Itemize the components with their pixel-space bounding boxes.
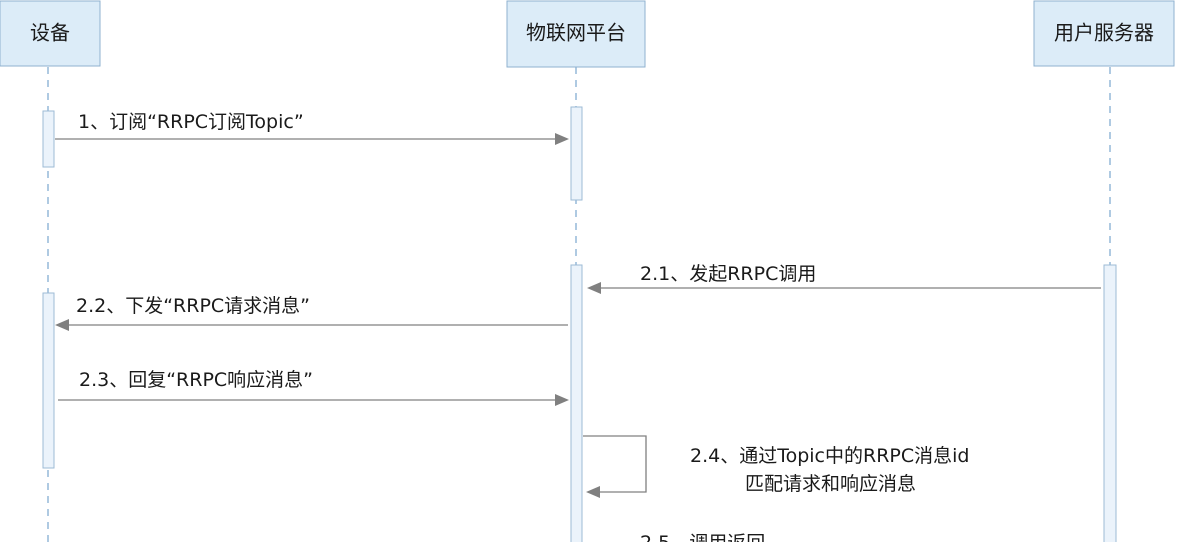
- arrow-head: [587, 282, 601, 294]
- message-2-1-label: 2.1、发起RRPC调用: [640, 263, 816, 285]
- arrow-head: [55, 319, 69, 331]
- participant-platform-label: 物联网平台: [526, 21, 626, 45]
- message-2-3-label: 2.3、回复“RRPC响应消息”: [79, 369, 313, 391]
- participant-device-label: 设备: [30, 21, 70, 45]
- arrow-head: [555, 133, 569, 145]
- arrow-head: [586, 486, 600, 498]
- message-2-5-return: 2.5、调用返回: [640, 532, 765, 542]
- activation-server-1: [1103, 264, 1117, 542]
- message-2-2-label: 2.2、下发“RRPC请求消息”: [76, 295, 310, 317]
- activation-platform-2: [570, 264, 583, 542]
- participant-platform: 物联网平台: [506, 0, 646, 68]
- activation-device-2: [42, 292, 55, 469]
- activation-device-1: [42, 110, 55, 168]
- message-2-2-send-request: 2.2、下发“RRPC请求消息”: [55, 295, 568, 331]
- participant-device: 设备: [0, 0, 101, 67]
- participant-server: 用户服务器: [1033, 0, 1175, 67]
- message-2-3-reply-response: 2.3、回复“RRPC响应消息”: [58, 369, 569, 406]
- participant-server-label: 用户服务器: [1054, 21, 1154, 45]
- activation-platform-1: [570, 106, 583, 201]
- message-2-1-invoke-rrpc: 2.1、发起RRPC调用: [587, 263, 1101, 294]
- message-2-5-label: 2.5、调用返回: [640, 532, 765, 542]
- message-2-4-match-self-call: 2.4、通过Topic中的RRPC消息id 匹配请求和响应消息: [583, 435, 969, 498]
- message-2-4-label-line-2: 匹配请求和响应消息: [745, 473, 916, 495]
- message-1-label: 1、订阅“RRPC订阅Topic”: [78, 111, 304, 133]
- message-1-subscribe: 1、订阅“RRPC订阅Topic”: [55, 111, 569, 145]
- message-2-4-label-line-1: 2.4、通过Topic中的RRPC消息id: [690, 445, 969, 467]
- arrow-head: [555, 394, 569, 406]
